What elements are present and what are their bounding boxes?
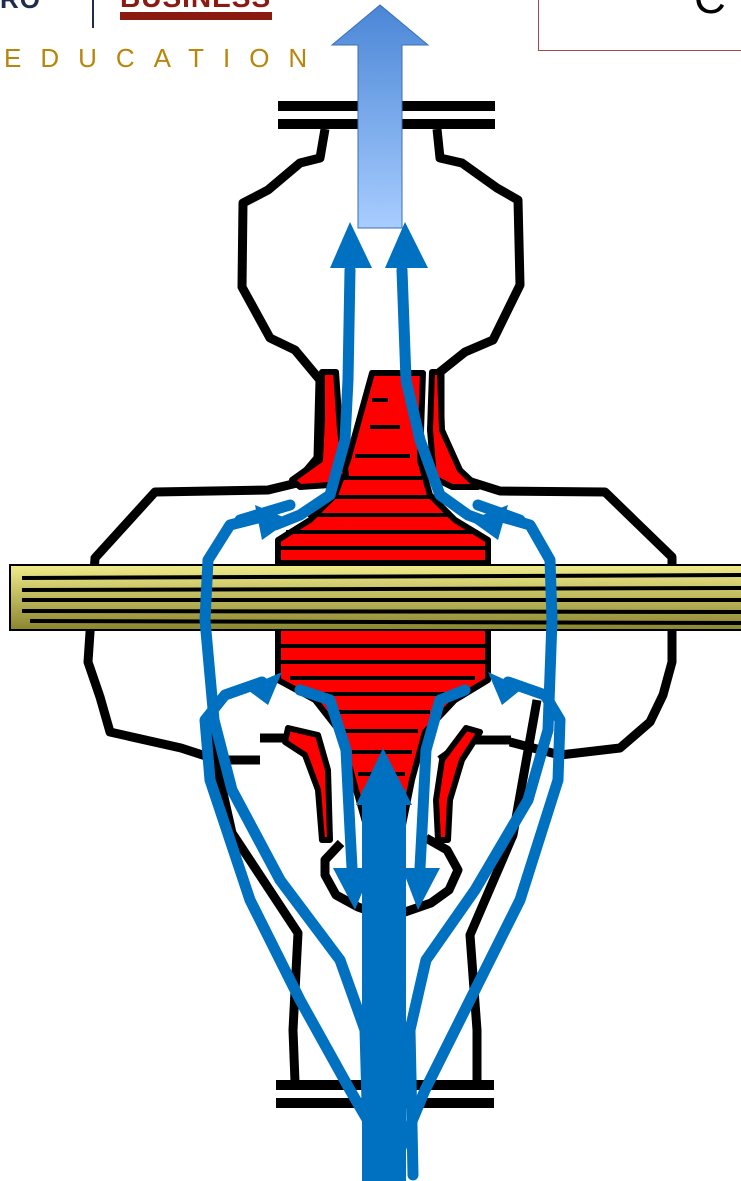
inlet-arrow (362, 790, 406, 1181)
discharge-arrow (332, 5, 428, 228)
shaft (10, 565, 741, 630)
